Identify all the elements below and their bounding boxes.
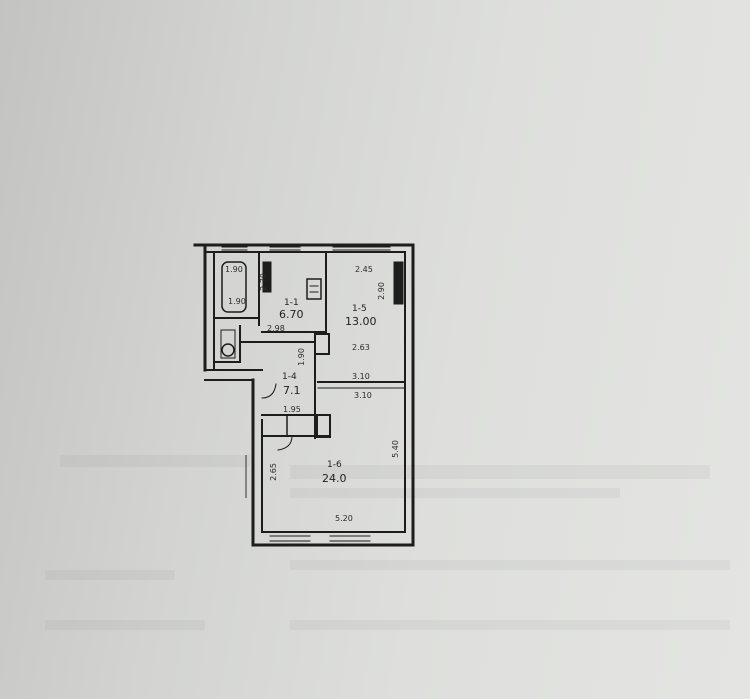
room-2-number: 1-5 bbox=[352, 304, 367, 314]
background-smudge bbox=[290, 560, 730, 570]
door-arc-hall bbox=[261, 383, 277, 399]
background-smudge bbox=[290, 488, 620, 498]
room-3-number: 1-4 bbox=[282, 372, 297, 382]
dim-room4-side: 2.65 bbox=[268, 463, 278, 481]
column-stub bbox=[314, 333, 330, 355]
dim-bath-height: 1.90 bbox=[228, 297, 246, 306]
room-3-area: 7.1 bbox=[283, 384, 301, 397]
bathtub bbox=[221, 261, 247, 313]
dim-corridor-side: 1.90 bbox=[296, 348, 306, 366]
chimney-room2 bbox=[393, 261, 404, 305]
background-smudge bbox=[290, 465, 710, 479]
column-stub-lower bbox=[316, 414, 331, 438]
chimney-kitchen bbox=[262, 261, 272, 293]
dim-room2-depth: 2.90 bbox=[376, 282, 386, 300]
dim-corridor-width: 3.10 bbox=[354, 391, 372, 400]
wc-box bbox=[220, 329, 236, 359]
window-bottom-right bbox=[329, 535, 371, 542]
dim-room2-width: 2.45 bbox=[355, 265, 373, 274]
background-smudge bbox=[290, 620, 730, 630]
kitchen-stove bbox=[306, 278, 322, 300]
dim-kitchen-depth: 2.70 bbox=[258, 273, 268, 291]
dim-room2-bottom: 3.10 bbox=[352, 372, 370, 381]
dim-bath-width: 1.90 bbox=[225, 265, 243, 274]
background-smudge bbox=[60, 455, 250, 467]
window-top-left bbox=[221, 246, 248, 251]
room-4-number: 1-6 bbox=[327, 460, 342, 470]
background-smudge bbox=[45, 620, 205, 630]
window-top-right bbox=[332, 246, 391, 251]
dim-small-width: 1.95 bbox=[283, 405, 301, 414]
room-1-area: 6.70 bbox=[279, 308, 304, 321]
dim-room4-length: 5.40 bbox=[390, 440, 400, 458]
room-2-area: 13.00 bbox=[345, 315, 377, 328]
dim-kitchen-width: 2.98 bbox=[267, 324, 285, 333]
room-4-area: 24.0 bbox=[322, 472, 347, 485]
room-1-number: 1-1 bbox=[284, 298, 299, 308]
background-smudge bbox=[45, 570, 175, 580]
dim-room2-side: 2.63 bbox=[352, 343, 370, 352]
door-arc-room4 bbox=[277, 435, 293, 451]
window-bottom-left bbox=[269, 535, 311, 542]
window-top-middle bbox=[269, 246, 301, 251]
toilet bbox=[221, 343, 235, 357]
dim-room4-bottom: 5.20 bbox=[335, 514, 353, 523]
